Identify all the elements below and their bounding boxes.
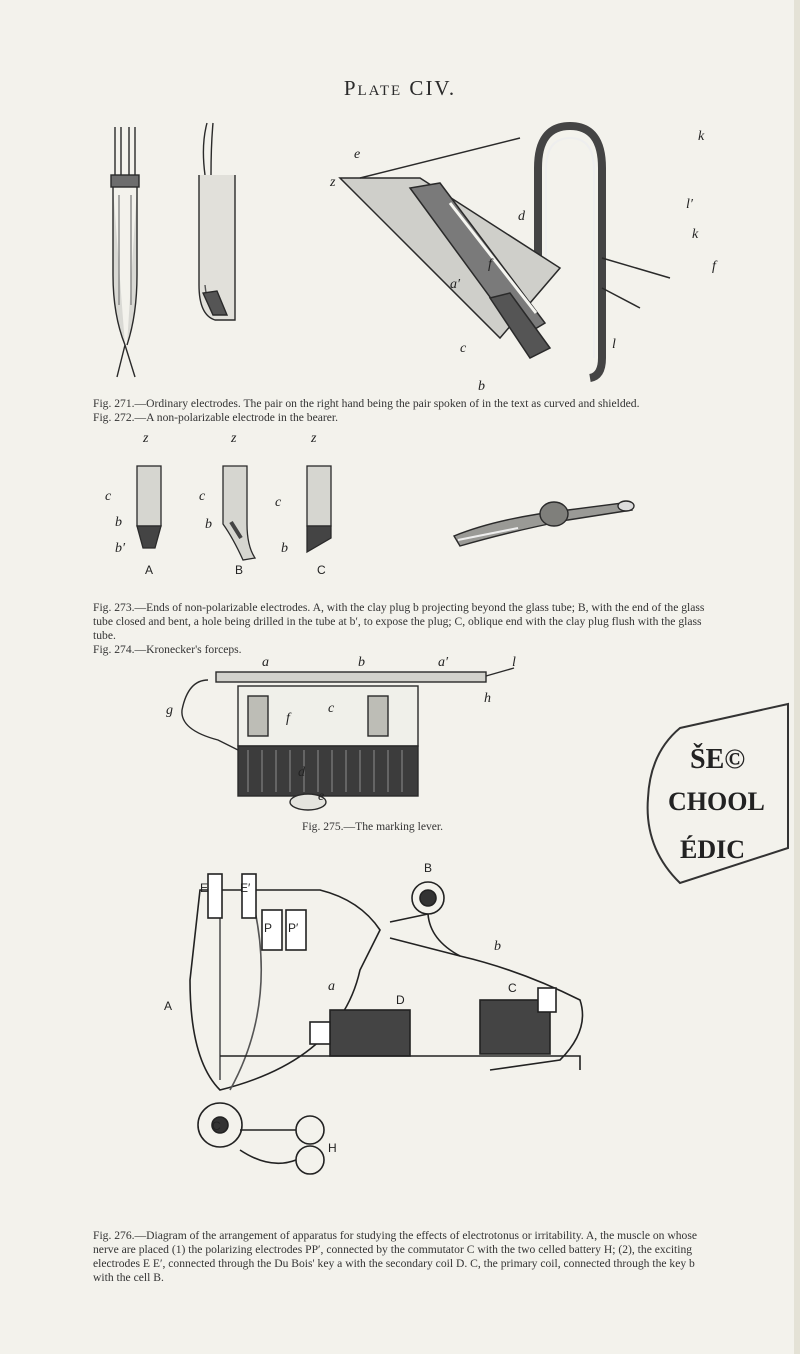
fig273-label: A bbox=[145, 563, 153, 577]
caption-fig272: Fig. 272.—A non-polarizable electrode in… bbox=[93, 411, 338, 424]
fig276-label: P′ bbox=[288, 921, 299, 935]
plate-title: Plate CIV. bbox=[343, 76, 457, 100]
fig272-label: e bbox=[354, 147, 360, 162]
fig272-label: z bbox=[329, 175, 336, 190]
fig273-label: b′ bbox=[115, 541, 126, 556]
fig272-label: l bbox=[612, 337, 616, 352]
fig273-label: z bbox=[230, 431, 237, 446]
fig275-label: b bbox=[358, 655, 365, 670]
fig276-label: a bbox=[328, 979, 335, 994]
fig276-apparatus-diagram: B E E′ P P′ A a b D C C H bbox=[164, 861, 584, 1175]
fig272-label: d bbox=[518, 209, 526, 224]
fig276-label: C bbox=[212, 1119, 221, 1133]
fig276-label: H bbox=[328, 1141, 337, 1155]
fig273-label: c bbox=[199, 489, 206, 504]
fig273-label: c bbox=[275, 495, 282, 510]
fig273-label: z bbox=[310, 431, 317, 446]
svg-text:ŠE©: ŠE© bbox=[690, 744, 745, 775]
fig275-label: d bbox=[298, 765, 306, 780]
page-edge bbox=[794, 0, 800, 1354]
fig276-label: E′ bbox=[240, 881, 251, 895]
fig271-electrodes bbox=[110, 122, 236, 378]
fig276-label: D bbox=[396, 993, 405, 1007]
fig276-label: A bbox=[164, 999, 172, 1013]
fig272-label: k bbox=[698, 129, 705, 144]
fig272-label: a′ bbox=[450, 277, 461, 292]
fig272-label: k bbox=[692, 227, 699, 242]
fig275-label: g bbox=[166, 703, 173, 718]
fig276-label: E bbox=[200, 881, 208, 895]
caption-fig273: Fig. 273.—Ends of non-polarizable electr… bbox=[93, 601, 705, 642]
svg-text:CHOOL: CHOOL bbox=[668, 787, 765, 816]
fig273-label: c bbox=[105, 489, 112, 504]
caption-fig275: Fig. 275.—The marking lever. bbox=[302, 820, 444, 833]
fig276-label: P bbox=[264, 921, 272, 935]
fig275-label: f bbox=[286, 711, 292, 726]
fig275-label: a′ bbox=[438, 655, 449, 670]
library-seal: ŠE© CHOOL ÉDIC bbox=[646, 702, 789, 885]
fig273-label: b bbox=[115, 515, 122, 530]
caption-fig276: Fig. 276.—Diagram of the arrangement of … bbox=[93, 1229, 698, 1284]
fig272-label: f bbox=[712, 259, 718, 274]
fig275-label: h bbox=[484, 691, 491, 706]
fig276-label: C bbox=[508, 981, 517, 995]
fig273-label: b bbox=[281, 541, 288, 556]
fig272-label: c bbox=[460, 341, 467, 356]
fig272-label: f bbox=[488, 257, 494, 272]
fig273-label: b bbox=[205, 517, 212, 532]
fig273-label: B bbox=[235, 563, 243, 577]
fig274-kronecker-forceps bbox=[452, 500, 635, 547]
fig272-label: b bbox=[478, 379, 485, 394]
fig275-label: e bbox=[318, 789, 324, 804]
fig276-label: B bbox=[424, 861, 432, 875]
fig275-marking-lever: a b a′ l g h f c d e bbox=[166, 655, 516, 811]
fig273-label: z bbox=[142, 431, 149, 446]
fig275-label: c bbox=[328, 701, 335, 716]
fig273-label: C bbox=[317, 563, 326, 577]
fig272-label: l′ bbox=[686, 197, 694, 212]
fig275-label: a bbox=[262, 655, 269, 670]
svg-text:ÉDIC: ÉDIC bbox=[680, 835, 745, 864]
fig275-label: l bbox=[512, 655, 516, 670]
caption-fig271: Fig. 271.—Ordinary electrodes. The pair … bbox=[93, 397, 640, 410]
fig273-electrode-ends: z z z c b b′ c b c b A B C bbox=[105, 431, 332, 577]
fig272-electrode-bearer: e z k l′ k f a′ d f c l b bbox=[329, 121, 718, 394]
fig276-label: b bbox=[494, 939, 501, 954]
caption-fig274: Fig. 274.—Kronecker's forceps. bbox=[93, 643, 242, 656]
